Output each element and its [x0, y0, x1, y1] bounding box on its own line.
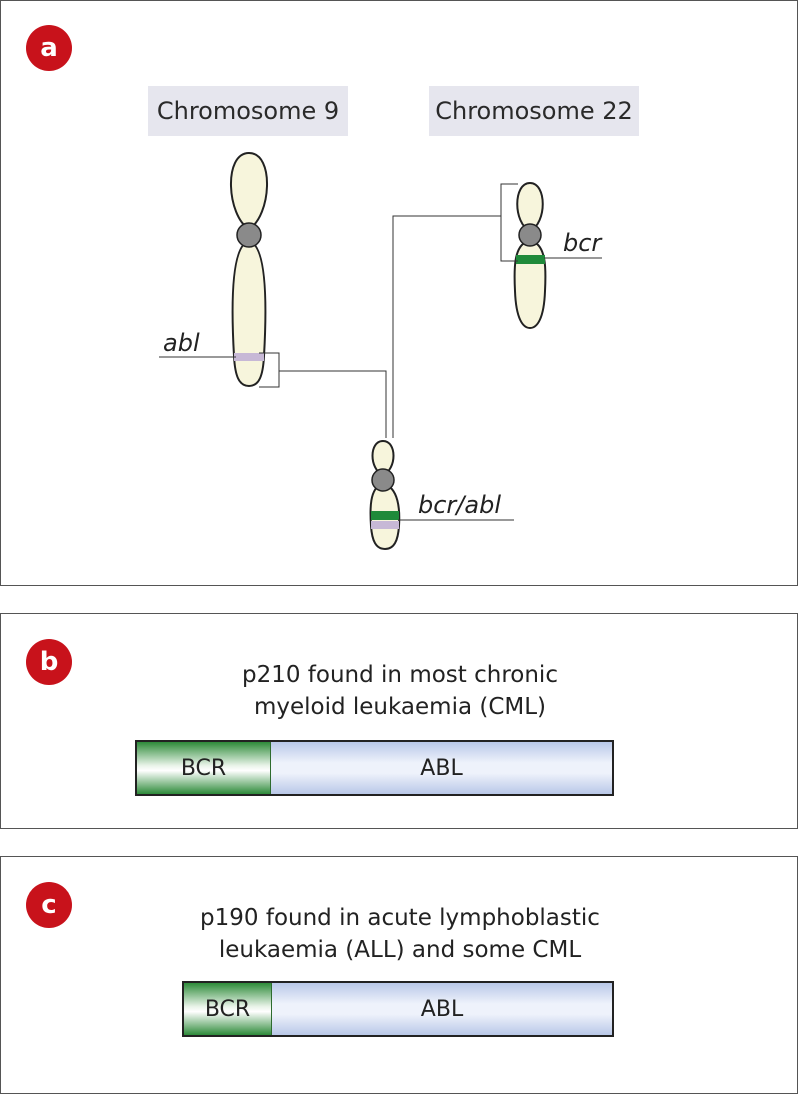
- p210-bcr-segment: BCR: [137, 742, 271, 794]
- chromosome-22: [513, 181, 547, 330]
- panel-b-caption-line1: p210 found in most chronic: [242, 662, 558, 688]
- bcr-band: [516, 255, 545, 264]
- chromosome-9-short-arm: [230, 151, 268, 231]
- chromosome-22-centromere: [518, 223, 542, 247]
- fusion-bcr-band: [371, 511, 399, 520]
- fusion-chromosome: [369, 439, 401, 551]
- translocation-diagram: [159, 151, 602, 551]
- chromosome-9-centromere: [236, 222, 262, 248]
- connector-from-22: [392, 215, 501, 438]
- panel-c: c p190 found in acute lymphoblastic leuk…: [0, 856, 798, 1094]
- chromosome-9-title: Chromosome 9: [148, 86, 348, 136]
- gene-label-abl: abl: [163, 329, 200, 357]
- chromosome-9-long-arm: [231, 239, 267, 388]
- chromosome-22-title: Chromosome 22: [429, 86, 639, 136]
- gene-label-fusion: bcr/abl: [418, 491, 501, 519]
- chromosome-22-bracket: [500, 183, 518, 262]
- chromosome-9-bracket: [259, 352, 280, 388]
- panel-b-caption-line2: myeloid leukaemia (CML): [253, 694, 547, 720]
- chromosome-22-long-arm: [513, 239, 547, 330]
- p190-bcr-segment: BCR: [184, 983, 272, 1035]
- panel-c-badge: c: [26, 882, 72, 928]
- fusion-abl-band: [371, 521, 399, 529]
- fusion-centromere: [371, 468, 395, 492]
- panel-c-caption-line1: p190 found in acute lymphoblastic: [200, 905, 600, 931]
- panel-b-badge: b: [26, 639, 72, 685]
- panel-a-badge: a: [26, 25, 72, 71]
- gene-label-bcr: bcr: [563, 229, 602, 257]
- p210-protein-bar: BCR ABL: [135, 740, 614, 796]
- panel-b: b p210 found in most chronic myeloid leu…: [0, 613, 798, 829]
- panel-c-caption-line2: leukaemia (ALL) and some CML: [218, 937, 582, 963]
- panel-a: a Chromosome 9 Chromosome 22: [0, 0, 798, 586]
- connector-from-9: [279, 370, 387, 438]
- chromosome-9: [230, 151, 268, 388]
- p190-protein-bar: BCR ABL: [182, 981, 614, 1037]
- abl-band: [234, 353, 264, 361]
- p190-abl-segment: ABL: [272, 983, 612, 1035]
- p210-abl-segment: ABL: [271, 742, 612, 794]
